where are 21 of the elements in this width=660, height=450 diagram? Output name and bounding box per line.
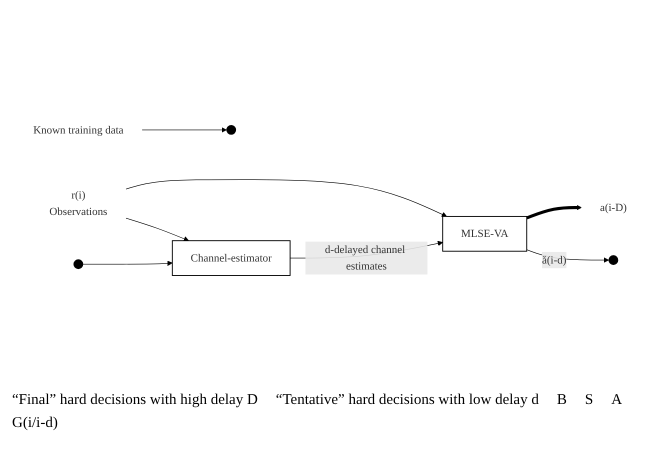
arrow [526, 204, 582, 220]
diagram-label: “Tentative” hard decisions with low delay d [276, 392, 539, 409]
arrow [82, 260, 173, 266]
node-circle [608, 255, 618, 265]
diagram-label: S [584, 392, 594, 409]
node-circle [226, 125, 236, 135]
edge-label: d-delayed channel estimates [324, 243, 406, 272]
node-circle [73, 259, 84, 270]
node-text: Known training data [33, 124, 124, 136]
arrow [125, 218, 189, 242]
node-text: r(i) Observations [49, 188, 108, 218]
arrow [125, 179, 447, 217]
edge-label: ǎ(i-d) [542, 254, 566, 266]
node-text: a(i-D) [600, 201, 627, 214]
diagram-label: G(i/i-d) [12, 415, 58, 432]
node-box: Channel-estimator [172, 240, 291, 276]
node-box: MLSE-VA [442, 216, 528, 252]
diagram-label: A [611, 392, 622, 409]
arrow [142, 127, 227, 133]
diagram-label: “Final” hard decisions with high delay D [12, 392, 258, 409]
diagram-label: B [556, 392, 567, 409]
